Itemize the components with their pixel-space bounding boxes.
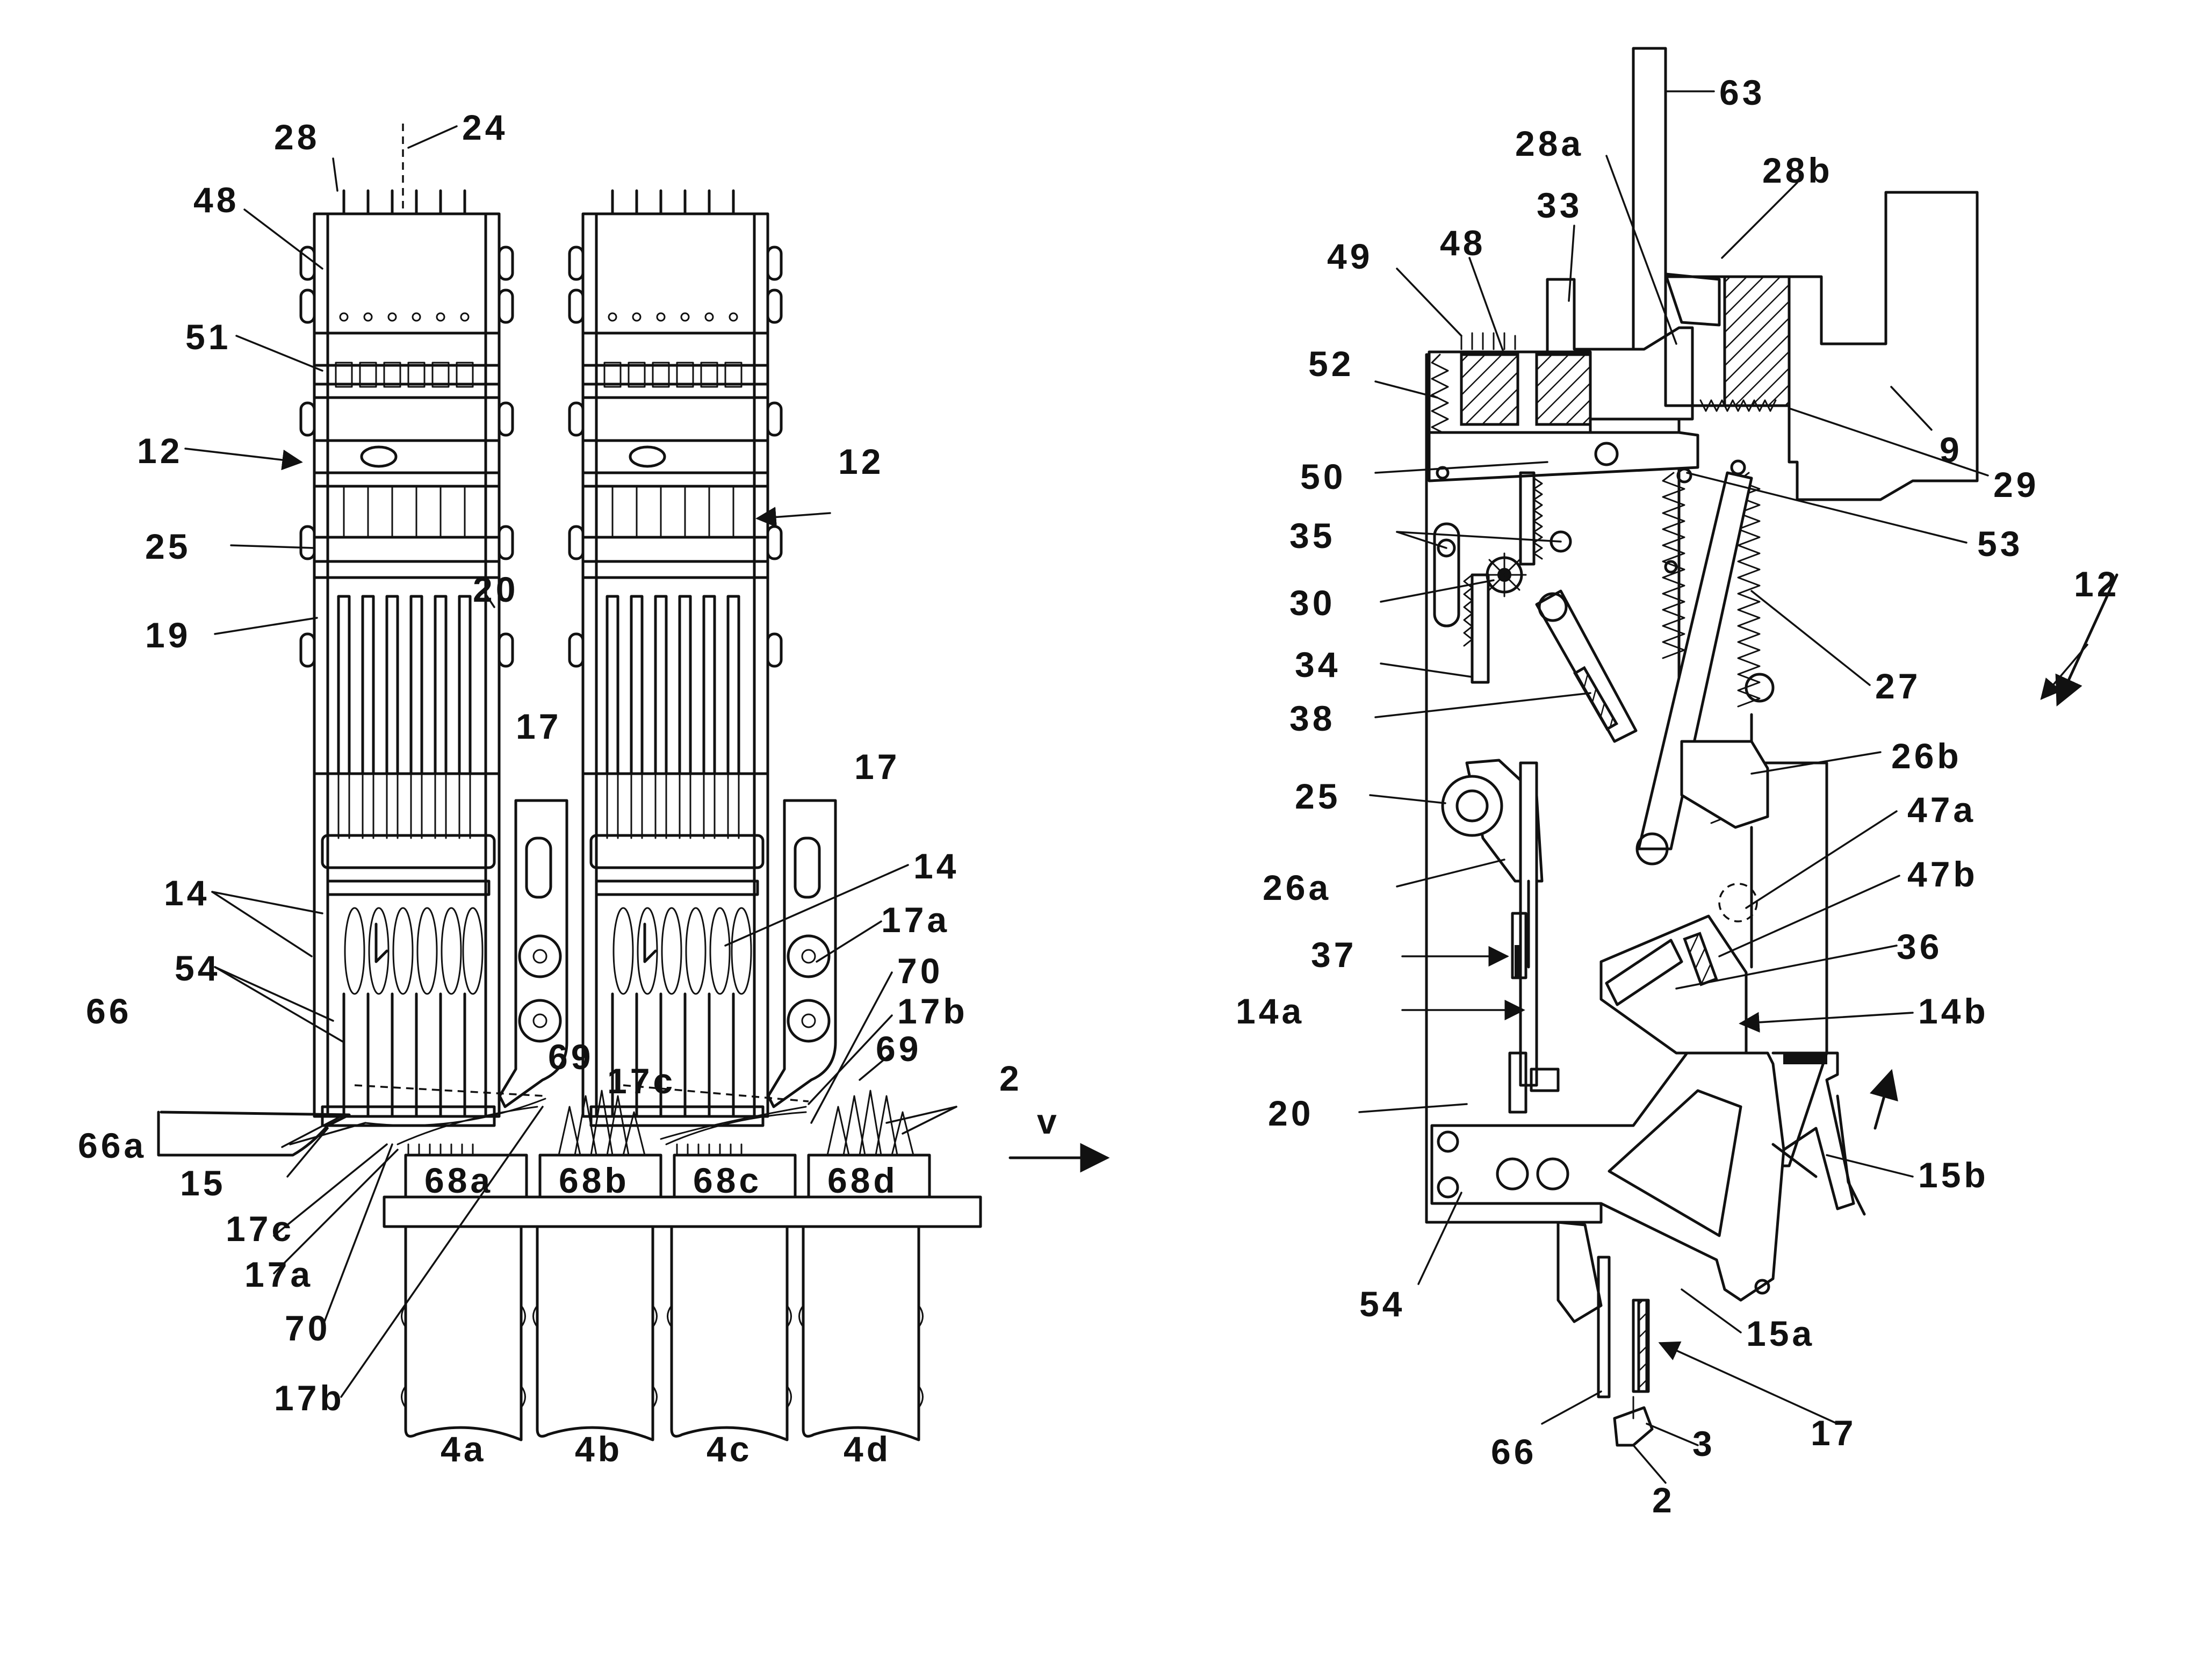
right-cartridge [570, 191, 781, 1126]
label-54: 54 [1359, 1284, 1405, 1324]
label-4d: 4d [844, 1429, 891, 1469]
label-25: 25 [145, 527, 191, 566]
label-68c: 68c [693, 1160, 762, 1200]
label-52: 52 [1308, 344, 1354, 384]
left-cartridge [301, 191, 513, 1126]
label-12-right: 12 [838, 442, 884, 481]
label-68b: 68b [559, 1160, 630, 1200]
label-12: 12 [137, 431, 183, 471]
label-63: 63 [1719, 73, 1765, 112]
label-68d: 68d [827, 1160, 898, 1200]
label-4b: 4b [575, 1429, 623, 1469]
clamp-right [768, 801, 835, 1107]
label-25: 25 [1295, 776, 1341, 816]
label-70-left: 70 [285, 1308, 330, 1348]
label-4a: 4a [441, 1429, 486, 1469]
label-48: 48 [1440, 223, 1486, 263]
label-26b: 26b [1891, 736, 1962, 776]
label-15a: 15a [1746, 1314, 1815, 1353]
link-38 [1537, 591, 1636, 741]
label-28b: 28b [1762, 150, 1833, 190]
label-4c: 4c [707, 1429, 752, 1469]
label-69-right: 69 [876, 1029, 921, 1069]
label-17: 17 [1811, 1413, 1856, 1453]
rod-63 [1633, 48, 1666, 355]
label-17a-left: 17a [244, 1254, 313, 1294]
label-17b-right: 17b [897, 991, 968, 1031]
label-17b-left: 17b [274, 1378, 345, 1418]
label-30: 30 [1289, 583, 1335, 623]
label-17-left: 17 [516, 706, 561, 746]
label-36: 36 [1897, 927, 1942, 967]
label-14b: 14b [1918, 991, 1989, 1031]
label-27: 27 [1875, 666, 1921, 706]
label-24: 24 [462, 107, 508, 147]
label-19: 19 [145, 615, 191, 655]
label-14-left: 14 [164, 873, 210, 913]
label-12: 12 [2074, 564, 2120, 604]
label-2: 2 [1652, 1480, 1675, 1520]
label-28: 28 [274, 117, 320, 157]
label-33: 33 [1537, 185, 1582, 225]
label-15: 15 [180, 1163, 226, 1203]
label-47a: 47a [1907, 790, 1976, 830]
base-plate [384, 1197, 981, 1227]
plate-28b [1666, 274, 1719, 325]
label-69-middle: 69 [548, 1037, 594, 1077]
label-2: 2 [999, 1058, 1022, 1098]
left-figure: 28 24 48 51 12 12 25 20 19 17 17 14 14 1… [78, 107, 1107, 1469]
feed-arm [158, 1112, 349, 1155]
label-17c-left: 17c [226, 1209, 294, 1249]
label-53: 53 [1977, 524, 2023, 564]
label-15b: 15b [1918, 1155, 1989, 1195]
label-9: 9 [1940, 430, 1963, 470]
label-17c-middle: 17c [607, 1061, 676, 1101]
label-26a: 26a [1263, 868, 1331, 907]
label-14-right: 14 [913, 846, 959, 886]
lever-26b [1682, 741, 1768, 827]
label-38: 38 [1289, 698, 1335, 738]
label-66: 66 [1491, 1432, 1537, 1472]
label-20: 20 [473, 569, 518, 609]
lever-50 [1429, 432, 1698, 481]
label-50: 50 [1300, 457, 1346, 496]
label-20: 20 [1268, 1093, 1314, 1133]
label-34: 34 [1295, 645, 1341, 684]
label-v: v [1037, 1101, 1060, 1141]
label-14a: 14a [1236, 991, 1305, 1031]
label-51: 51 [185, 317, 231, 357]
label-3: 3 [1692, 1424, 1716, 1463]
right-figure: 63 28a 28b 33 49 48 52 9 29 50 53 35 12 … [1236, 48, 2120, 1520]
label-66a: 66a [78, 1126, 147, 1165]
label-35: 35 [1289, 516, 1335, 556]
label-66: 66 [86, 991, 132, 1031]
label-68a: 68a [424, 1160, 493, 1200]
label-17-right: 17 [854, 747, 900, 787]
label-48: 48 [193, 180, 239, 220]
label-17a-right: 17a [881, 900, 950, 940]
label-29: 29 [1993, 465, 2039, 504]
label-54: 54 [175, 948, 220, 988]
label-37: 37 [1311, 935, 1357, 975]
label-28a: 28a [1515, 124, 1584, 163]
label-47b: 47b [1907, 854, 1978, 894]
label-70-right: 70 [897, 951, 943, 991]
label-49: 49 [1327, 236, 1373, 276]
rolls [402, 1227, 923, 1440]
